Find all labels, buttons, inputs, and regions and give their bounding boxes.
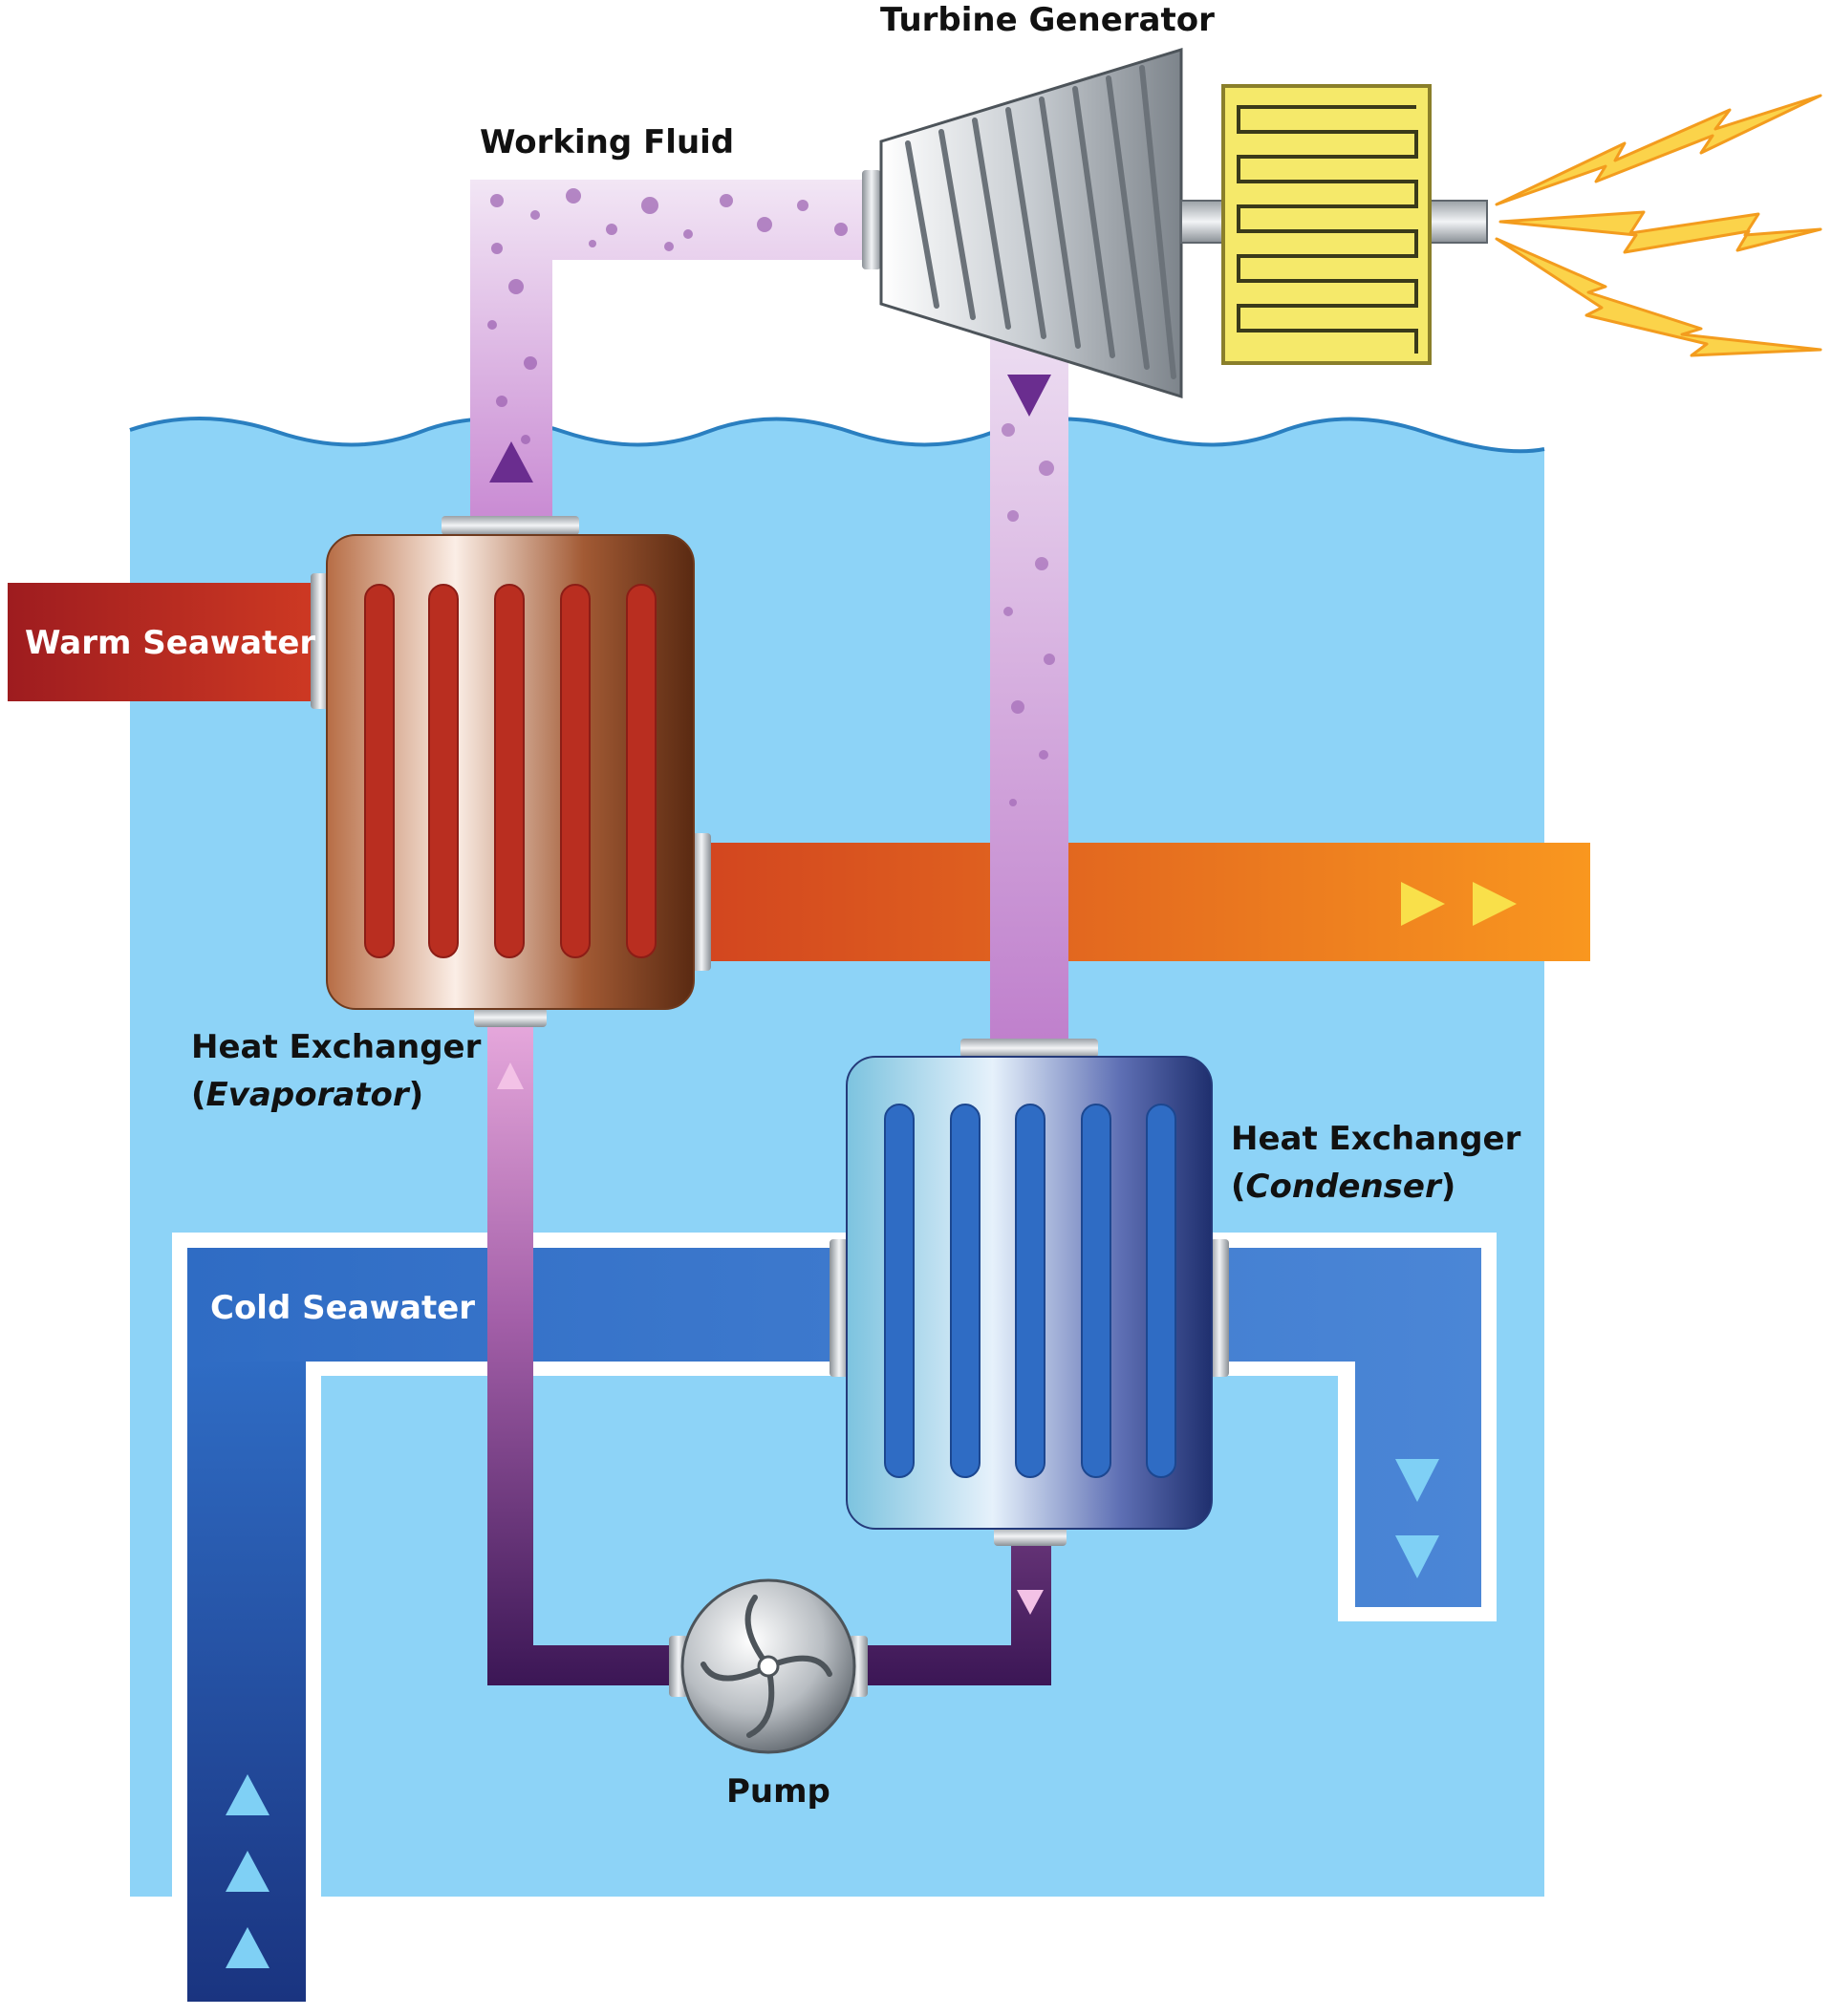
- turbine-shaft: [1180, 200, 1226, 244]
- cold-seawater-label: Cold Seawater: [210, 1289, 475, 1327]
- outflow-arrow-icon: [1473, 882, 1517, 926]
- turbine-blades: [905, 65, 1176, 379]
- evaporator-label-line2: (Evaporator): [191, 1076, 423, 1114]
- discharge-arrow-icon: [1395, 1535, 1439, 1578]
- evaporator-label-line1: Heat Exchanger: [191, 1028, 482, 1066]
- condenser-label-line2: (Condenser): [1231, 1168, 1455, 1206]
- pump-label: Pump: [726, 1772, 830, 1811]
- evaporator-flange-right: [692, 833, 711, 971]
- liquid-down-arrow-icon: [1017, 1590, 1044, 1615]
- turbine: [879, 47, 1183, 399]
- turbine-generator-label: Turbine Generator: [880, 1, 1215, 39]
- warm-seawater-inlet-pipe: [8, 583, 325, 701]
- evaporator-tubes: [364, 584, 657, 958]
- condenser-label-line1: Heat Exchanger: [1231, 1120, 1521, 1158]
- condenser-flange-bottom: [994, 1527, 1067, 1546]
- evaporator-flange-left: [311, 573, 330, 709]
- generator-coil: [1237, 105, 1418, 354]
- condenser-tubes: [884, 1104, 1176, 1478]
- cold-seawater-pipe: [187, 1248, 1481, 2002]
- electricity-spark-icon: [1495, 94, 1822, 357]
- generator-shaft: [1429, 200, 1488, 244]
- condenser-flange-top: [960, 1039, 1098, 1058]
- working-fluid-vapor-pipe: [470, 180, 881, 521]
- intake-arrow-icon: [226, 1927, 269, 1968]
- exhaust-bubbles: [1002, 423, 1055, 806]
- condenser-flange-right: [1210, 1239, 1229, 1377]
- vapor-bubbles: [487, 188, 848, 444]
- intake-arrow-icon: [226, 1774, 269, 1815]
- ocean-surface-line: [129, 417, 1545, 454]
- exhaust-down-arrow-icon: [1007, 375, 1051, 417]
- outflow-arrow-icon: [1401, 882, 1445, 926]
- working-fluid-label: Working Fluid: [480, 123, 734, 161]
- evaporator-flange-top: [442, 516, 579, 535]
- pump-hub: [757, 1655, 780, 1678]
- intake-arrow-icon: [226, 1851, 269, 1892]
- discharge-arrow-icon: [1395, 1459, 1439, 1502]
- liquid-up-arrow-icon: [497, 1062, 524, 1089]
- condenser-flange-left: [830, 1239, 849, 1377]
- cold-seawater-intake-pipe: [187, 1362, 306, 2002]
- working-fluid-exhaust-pipe: [990, 339, 1068, 1046]
- evaporator-flange-bottom: [474, 1008, 547, 1027]
- warm-seawater-outlet-pipe: [698, 843, 1590, 961]
- turbine-inlet-flange: [862, 170, 881, 269]
- generator: [1221, 84, 1432, 365]
- vapor-up-arrow-icon: [489, 441, 533, 483]
- warm-seawater-label: Warm Seawater: [25, 624, 315, 662]
